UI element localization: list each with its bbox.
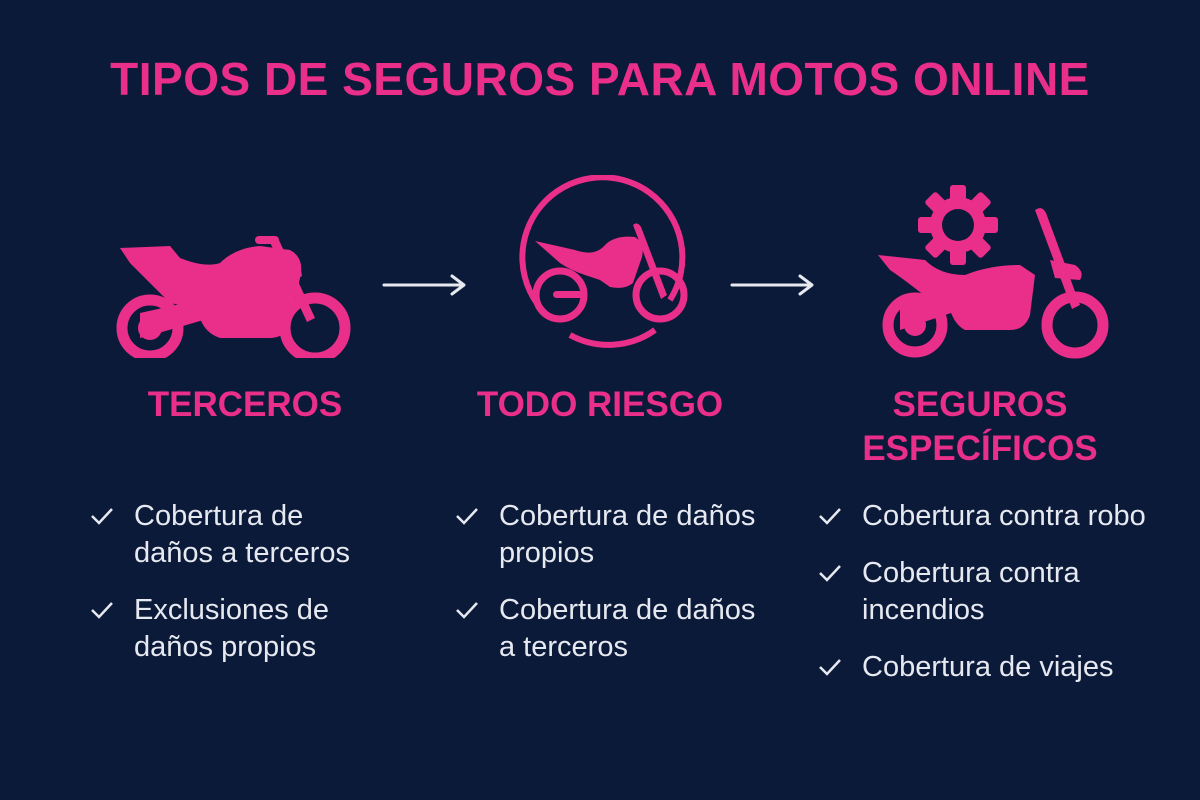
list-item: Exclusiones de daños propios bbox=[90, 592, 390, 666]
column-title-line: ESPECÍFICOS bbox=[862, 429, 1098, 468]
check-icon bbox=[456, 508, 478, 525]
list-item-text: Cobertura de daños a terceros bbox=[499, 594, 756, 663]
list-item-text: Exclusiones de daños propios bbox=[134, 594, 330, 663]
motorcycle-gear-icon bbox=[878, 185, 1109, 359]
list-item: Cobertura contra robo bbox=[818, 498, 1158, 535]
column-title-todo-riesgo: TODO RIESGO bbox=[476, 385, 724, 424]
terceros-coverage-list: Cobertura de daños a terceros Exclusione… bbox=[90, 498, 390, 686]
list-item-text: Cobertura contra incendios bbox=[862, 557, 1080, 626]
motorcycle-in-circle-icon bbox=[519, 175, 688, 348]
check-icon bbox=[456, 602, 478, 619]
check-icon bbox=[91, 602, 113, 619]
list-item: Cobertura de daños propios bbox=[455, 498, 775, 572]
check-icon bbox=[819, 508, 841, 525]
especificos-coverage-list: Cobertura contra robo Cobertura contra i… bbox=[818, 498, 1158, 706]
column-title-terceros: TERCEROS bbox=[147, 385, 343, 424]
motorcycle-icon bbox=[116, 236, 351, 358]
page-title: TIPOS DE SEGUROS PARA MOTOS ONLINE bbox=[110, 53, 1090, 105]
list-item-text: Cobertura de daños a terceros bbox=[134, 500, 351, 569]
list-item-text: Cobertura contra robo bbox=[862, 500, 1146, 532]
list-item-text: Cobertura de viajes bbox=[862, 651, 1114, 683]
check-icon bbox=[819, 659, 841, 676]
check-icon bbox=[819, 565, 841, 582]
check-icon bbox=[91, 508, 113, 525]
arrow-right-icon bbox=[730, 274, 814, 296]
list-item-text: Cobertura de daños propios bbox=[499, 500, 756, 569]
todo-riesgo-coverage-list: Cobertura de daños propios Cobertura de … bbox=[455, 498, 775, 686]
list-item: Cobertura de viajes bbox=[818, 649, 1158, 686]
list-item: Cobertura de daños a terceros bbox=[90, 498, 390, 572]
list-item: Cobertura contra incendios bbox=[818, 555, 1158, 629]
list-item: Cobertura de daños a terceros bbox=[455, 592, 775, 666]
arrow-right-icon bbox=[382, 274, 466, 296]
column-title-line: SEGUROS bbox=[892, 385, 1068, 424]
column-title-seguros-especificos: SEGUROS ESPECÍFICOS bbox=[835, 383, 1125, 471]
